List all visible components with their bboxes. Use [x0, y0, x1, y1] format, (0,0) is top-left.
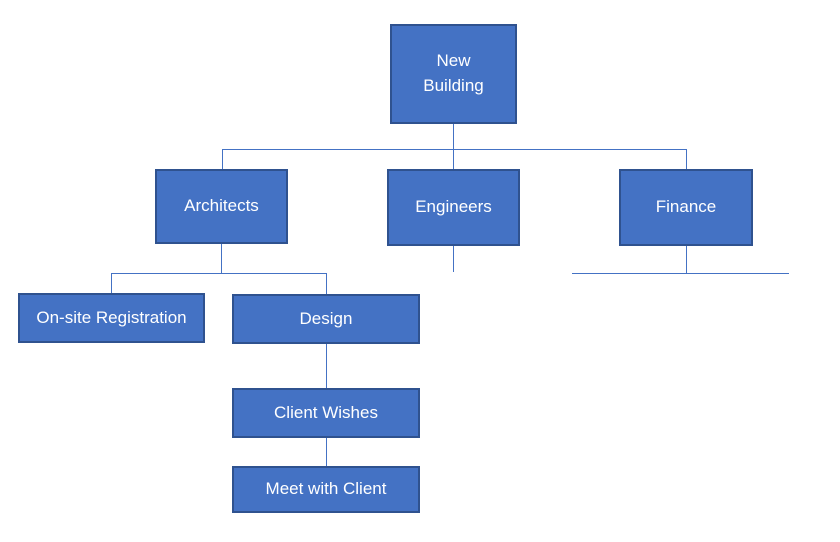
connector-architects-drop: [221, 244, 222, 273]
connector-onsite-in: [111, 273, 112, 293]
connector-newbuilding-drop: [453, 124, 454, 149]
connector-level1-bar: [222, 149, 686, 150]
node-engineers[interactable]: Engineers: [387, 169, 520, 246]
connector-design-in: [326, 273, 327, 294]
connector-architects-in: [222, 149, 223, 169]
connector-finance-in: [686, 149, 687, 169]
node-finance[interactable]: Finance: [619, 169, 753, 246]
connector-engineers-in: [453, 149, 454, 169]
node-meet-with-client[interactable]: Meet with Client: [232, 466, 420, 513]
node-onsite-registration[interactable]: On-site Registration: [18, 293, 205, 343]
node-client-wishes[interactable]: Client Wishes: [232, 388, 420, 438]
node-new-building[interactable]: New Building: [390, 24, 517, 124]
connector-design-drop: [326, 344, 327, 388]
connector-finance-drop: [686, 246, 687, 273]
connector-engineers-stub: [453, 246, 454, 272]
connector-clientwishes-drop: [326, 438, 327, 466]
node-design[interactable]: Design: [232, 294, 420, 344]
connector-architects-bar: [111, 273, 327, 274]
node-architects[interactable]: Architects: [155, 169, 288, 244]
connector-finance-bar: [572, 273, 789, 274]
